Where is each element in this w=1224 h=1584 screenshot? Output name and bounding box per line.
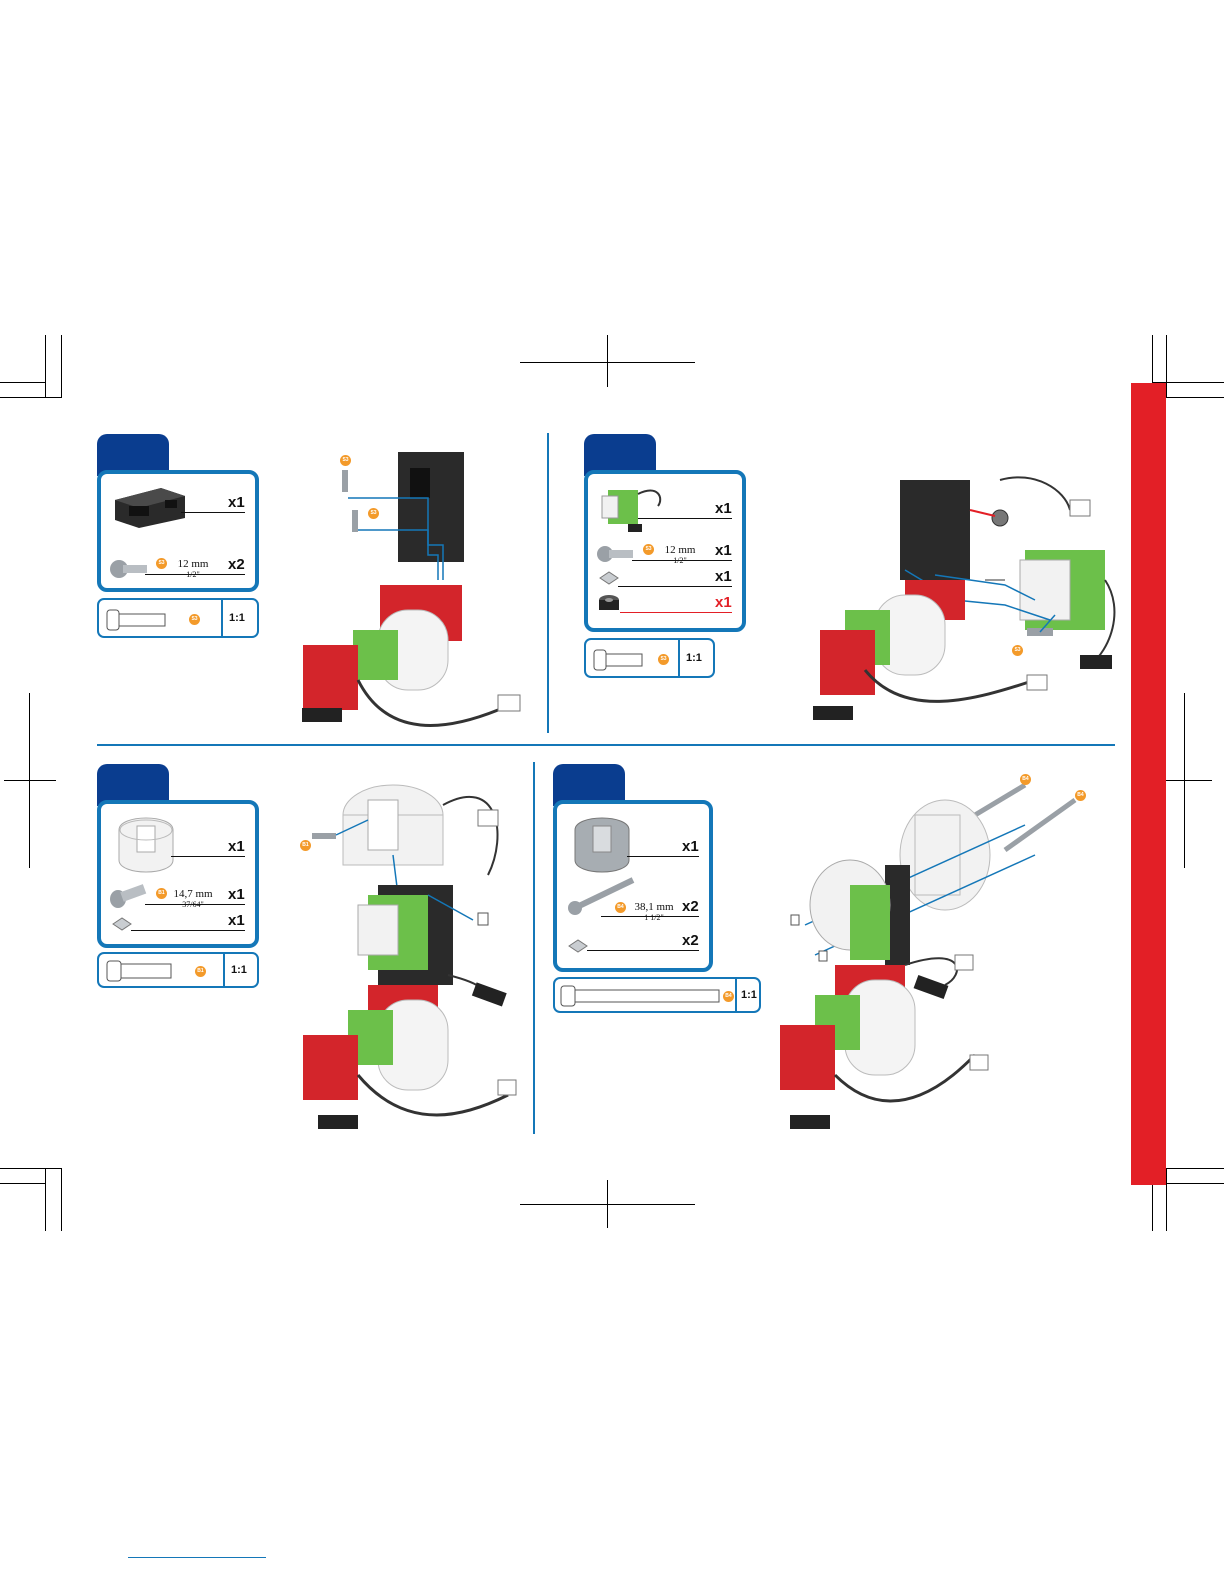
- leader-line: [618, 586, 732, 587]
- measurement: 12 mm 1/2": [171, 558, 215, 579]
- square-nut-icon: [598, 570, 620, 586]
- screw-icon: [107, 961, 173, 981]
- scale-reference: S3 1:1: [584, 638, 715, 678]
- part-qty: x1: [228, 838, 245, 855]
- leader-line: [145, 574, 245, 575]
- leader-line: [587, 950, 699, 951]
- part-qty: x1: [228, 494, 245, 511]
- screw-icon: [109, 886, 149, 908]
- parts-panel: x1 B4 38,1 mm 1 1/2" x2 x2: [553, 800, 713, 972]
- screw-icon: [107, 610, 167, 630]
- red-bleed-band: [1131, 383, 1166, 1185]
- part-badge: S3: [643, 544, 654, 555]
- part-qty: x1: [715, 500, 732, 517]
- scale-badge: B4: [723, 991, 734, 1002]
- scale-ratio: 1:1: [686, 652, 702, 664]
- parts-panel: x1 S3 12 mm 1/2" x1 x1 x1: [584, 470, 746, 632]
- part-qty: x2: [682, 932, 699, 949]
- part-qty: x2: [682, 898, 699, 915]
- scale-ratio: 1:1: [231, 964, 247, 976]
- leader-line: [632, 560, 732, 561]
- leader-line: [638, 518, 732, 519]
- callout-badge: S3: [340, 455, 351, 466]
- part-qty: x1: [715, 568, 732, 585]
- leader-line: [145, 904, 245, 905]
- divider-horizontal: [97, 744, 1115, 746]
- assembly-illustration: [298, 440, 548, 740]
- assembly-illustration: [805, 460, 1120, 740]
- assembly-illustration: [775, 775, 1105, 1140]
- parts-panel: x1 B1 14,7 mm 37/64" x1 x1: [97, 800, 259, 948]
- assembly-illustration: [298, 775, 528, 1140]
- scale-ratio: 1:1: [229, 612, 245, 624]
- black-bracket-icon: [109, 482, 189, 532]
- callout-badge: B1: [300, 840, 311, 851]
- leader-line: [181, 512, 245, 513]
- part-qty: x1: [228, 886, 245, 903]
- part-qty: x2: [228, 556, 245, 573]
- leader-line: [131, 930, 245, 931]
- measurement: 38,1 mm 1 1/2": [629, 901, 679, 922]
- measurement: 14,7 mm 37/64": [169, 888, 217, 909]
- scale-reference: S3 1:1: [97, 598, 259, 638]
- callout-badge: S3: [368, 508, 379, 519]
- square-nut-icon: [111, 916, 133, 932]
- measurement: 12 mm 1/2": [658, 544, 702, 565]
- callout-badge: B4: [1075, 790, 1086, 801]
- long-bolt-icon: [567, 876, 637, 916]
- part-badge: S3: [156, 558, 167, 569]
- divider-bottom: [533, 762, 535, 1134]
- grey-hub-icon: [567, 810, 637, 880]
- lock-nut-icon: [596, 592, 622, 616]
- footer-link-line: [128, 1557, 266, 1558]
- leader-line: [620, 612, 732, 613]
- screw-icon: [594, 650, 644, 670]
- scale-badge: B1: [195, 966, 206, 977]
- callout-badge: S3: [1012, 645, 1023, 656]
- leader-line: [627, 856, 699, 857]
- part-badge: B1: [156, 888, 167, 899]
- parts-panel: x1 S3 12 mm 1/2" x2: [97, 470, 259, 592]
- leader-line: [601, 916, 699, 917]
- scale-badge: S3: [189, 614, 200, 625]
- part-qty: x1: [715, 594, 732, 611]
- servo-icon: [598, 480, 668, 538]
- long-bolt-icon: [561, 986, 721, 1006]
- part-badge: B4: [615, 902, 626, 913]
- scale-reference: B1 1:1: [97, 952, 259, 988]
- leader-line: [171, 856, 245, 857]
- part-qty: x1: [715, 542, 732, 559]
- part-qty: x1: [228, 912, 245, 929]
- screw-icon: [109, 558, 149, 580]
- scale-ratio: 1:1: [741, 989, 757, 1001]
- scale-reference: B4 1:1: [553, 977, 761, 1013]
- white-hub-icon: [111, 810, 181, 880]
- callout-badge: B4: [1020, 774, 1031, 785]
- screw-icon: [596, 544, 636, 564]
- square-nut-icon: [567, 938, 589, 954]
- part-qty: x1: [682, 838, 699, 855]
- scale-badge: S3: [658, 654, 669, 665]
